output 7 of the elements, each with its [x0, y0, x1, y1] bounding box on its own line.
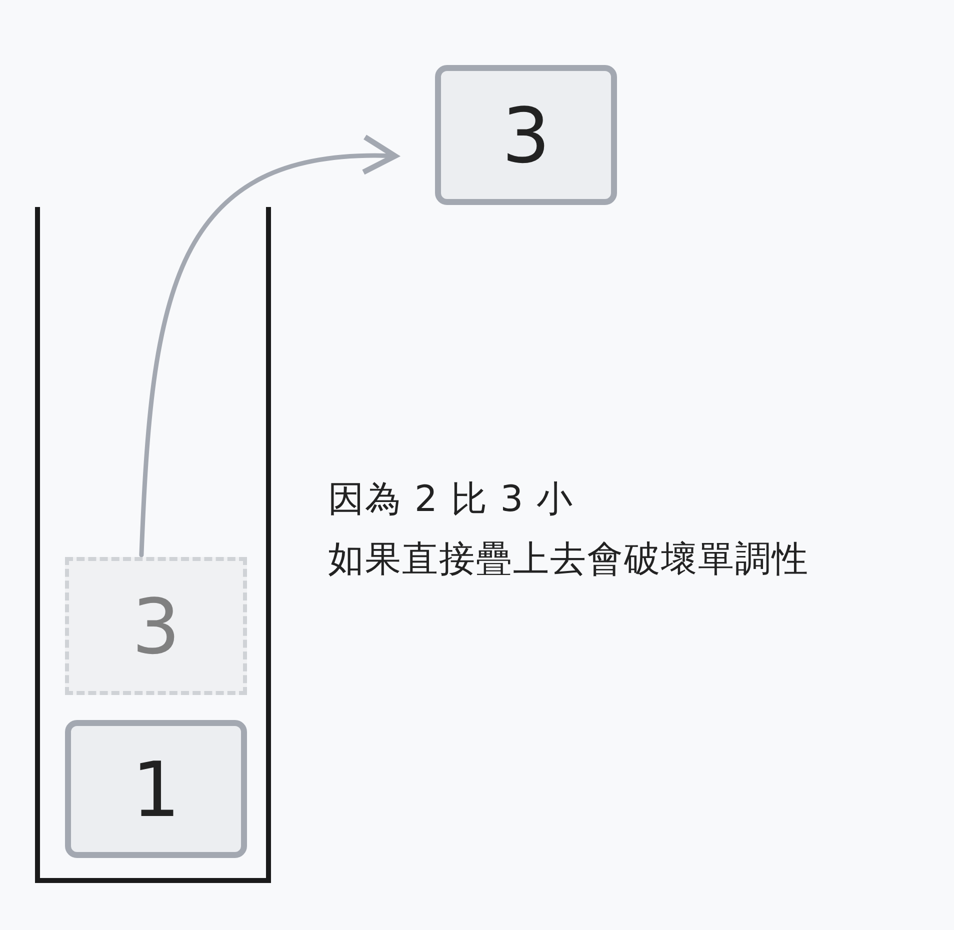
number-card: 3 [435, 65, 617, 205]
stack-container [35, 207, 271, 883]
note-text: 如果直接疊上去會破壞單調性 [328, 538, 809, 582]
note-text: 因為 2 比 3 小 [328, 478, 574, 522]
curved-arrow [139, 136, 398, 558]
number-card: 3 [65, 557, 247, 695]
number-card: 1 [65, 720, 247, 858]
